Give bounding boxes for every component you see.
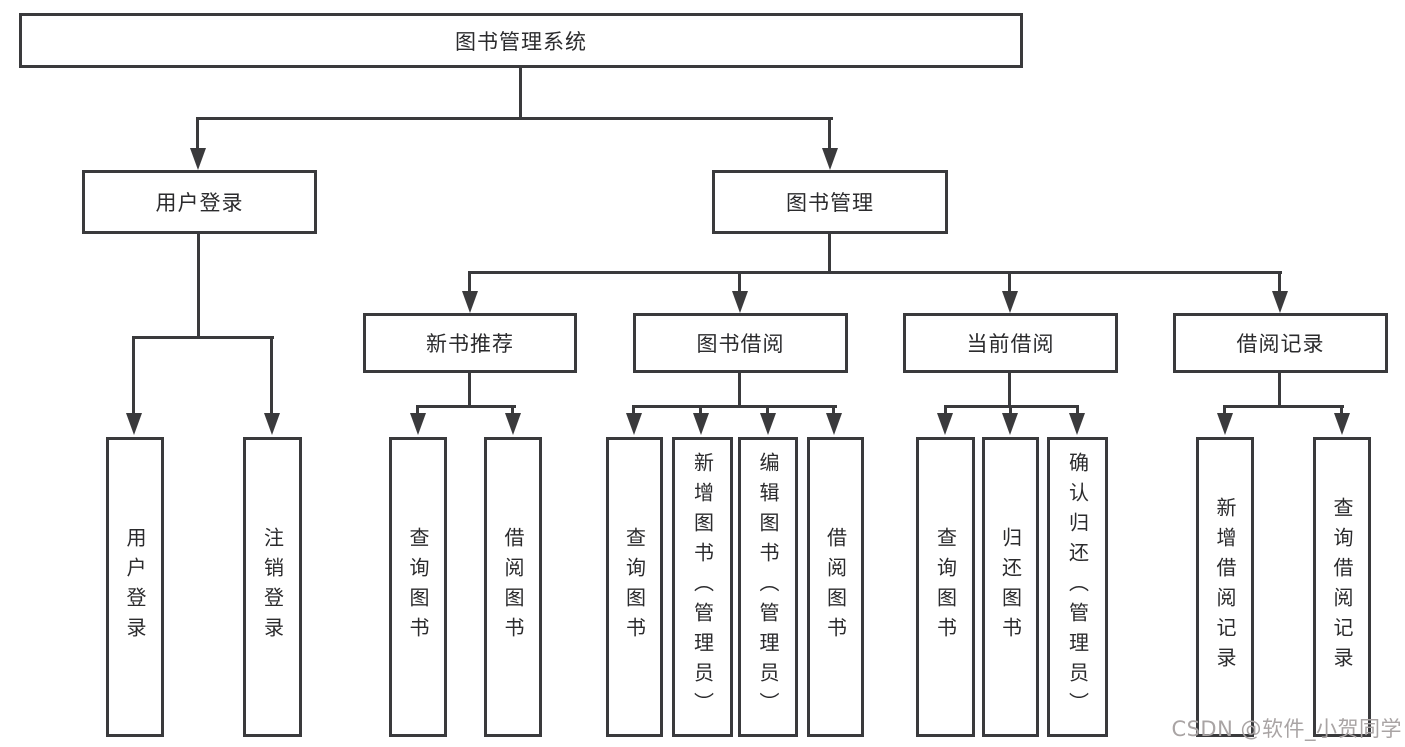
node-borrow-record-label: 借阅记录 — [1236, 332, 1325, 356]
node-root-label: 图书管理系统 — [455, 29, 587, 54]
node-user-login-label: 用户登录 — [155, 191, 244, 215]
arrowhead-leaf — [1217, 413, 1233, 435]
connector-stub — [1009, 405, 1012, 416]
arrowhead-leaf — [1002, 413, 1018, 435]
connector-leaf-logout-drop — [270, 336, 273, 413]
node-leaf-confirm-return-admin: 确认归还（管理员） — [1047, 437, 1108, 737]
connector-borrow-record-stem — [1278, 373, 1281, 407]
node-new-book-recommend: 新书推荐 — [363, 313, 577, 373]
connector-user-login-drop — [196, 117, 199, 150]
connector-stub — [416, 405, 419, 416]
node-new-book-recommend-label: 新书推荐 — [426, 332, 514, 356]
node-leaf-return-book: 归还图书 — [982, 437, 1039, 737]
node-leaf-borrow-book-1: 借阅图书 — [484, 437, 542, 737]
connector-stub — [766, 405, 769, 416]
connector-borrow-record-split — [1223, 405, 1344, 408]
arrowhead-leaf — [693, 413, 709, 435]
connector-borrow-record-drop — [1278, 271, 1281, 293]
connector-stub — [944, 405, 947, 416]
arrowhead-leaf — [410, 413, 426, 435]
node-leaf-query-book-3-label: 查询图书 — [933, 527, 958, 647]
connector-stub — [632, 405, 635, 416]
arrowhead-new-book — [462, 291, 478, 313]
arrowhead-leaf-logout — [264, 413, 280, 435]
node-book-borrow-label: 图书借阅 — [696, 332, 785, 356]
node-root: 图书管理系统 — [19, 13, 1023, 68]
connector-book-borrow-drop — [738, 271, 741, 293]
connector-book-borrow-split — [632, 405, 837, 408]
node-leaf-query-book-1: 查询图书 — [389, 437, 447, 737]
node-leaf-query-book-2: 查询图书 — [606, 437, 663, 737]
arrowhead-book-borrow — [732, 291, 748, 313]
connector-book-mgmt-drop — [828, 117, 831, 150]
connector-book-mgmt-stem — [828, 233, 831, 273]
connector-new-book-stem — [468, 373, 471, 407]
node-leaf-return-book-label: 归还图书 — [998, 527, 1023, 647]
arrowhead-leaf — [1334, 413, 1350, 435]
node-current-borrow-label: 当前借阅 — [966, 332, 1055, 356]
connector-current-borrow-stem — [1008, 373, 1011, 407]
node-leaf-logout-label: 注销登录 — [260, 527, 285, 647]
connector-stub — [511, 405, 514, 416]
node-borrow-record: 借阅记录 — [1173, 313, 1388, 373]
connector-user-login-split — [132, 336, 274, 339]
node-leaf-confirm-return-admin-label: 确认归还（管理员） — [1065, 452, 1090, 722]
connector-user-login-stem — [197, 233, 200, 338]
arrowhead-user-login — [190, 148, 206, 170]
arrowhead-leaf-login — [126, 413, 142, 435]
connector-new-book-drop — [468, 271, 471, 293]
node-book-management: 图书管理 — [712, 170, 948, 234]
node-book-borrow: 图书借阅 — [633, 313, 848, 373]
connector-leaf-login-drop — [132, 336, 135, 413]
connector-book-mgmt-split — [468, 271, 1282, 274]
node-leaf-query-book-2-label: 查询图书 — [622, 527, 647, 647]
node-leaf-add-book-admin: 新增图书（管理员） — [672, 437, 733, 737]
node-leaf-add-borrow-record-label: 新增借阅记录 — [1213, 497, 1237, 677]
node-leaf-borrow-book-1-label: 借阅图书 — [501, 527, 525, 647]
arrowhead-leaf — [626, 413, 642, 435]
arrowhead-leaf — [505, 413, 521, 435]
node-leaf-query-book-3: 查询图书 — [916, 437, 975, 737]
node-leaf-logout: 注销登录 — [243, 437, 302, 737]
node-leaf-query-book-1-label: 查询图书 — [406, 527, 430, 647]
node-current-borrow: 当前借阅 — [903, 313, 1118, 373]
arrowhead-leaf — [937, 413, 953, 435]
arrowhead-leaf — [826, 413, 842, 435]
node-leaf-edit-book-admin-label: 编辑图书（管理员） — [756, 452, 780, 722]
node-leaf-borrow-book-2-label: 借阅图书 — [823, 527, 848, 647]
connector-book-borrow-stem — [738, 373, 741, 407]
node-leaf-query-borrow-record: 查询借阅记录 — [1313, 437, 1371, 737]
node-leaf-query-borrow-record-label: 查询借阅记录 — [1330, 497, 1354, 677]
node-leaf-add-book-admin-label: 新增图书（管理员） — [690, 452, 715, 722]
connector-new-book-split — [416, 405, 516, 408]
connector-stub — [832, 405, 835, 416]
arrowhead-leaf — [1069, 413, 1085, 435]
node-leaf-edit-book-admin: 编辑图书（管理员） — [738, 437, 798, 737]
connector-current-borrow-drop — [1008, 271, 1011, 293]
arrowhead-current-borrow — [1002, 291, 1018, 313]
connector-root-stem — [519, 66, 522, 119]
node-book-management-label: 图书管理 — [786, 191, 874, 215]
connector-stub — [1223, 405, 1226, 416]
arrowhead-borrow-record — [1272, 291, 1288, 313]
watermark: CSDN @软件_小贺同学 — [1171, 717, 1402, 741]
connector-root-split — [197, 117, 833, 120]
node-leaf-add-borrow-record: 新增借阅记录 — [1196, 437, 1254, 737]
node-leaf-borrow-book-2: 借阅图书 — [807, 437, 864, 737]
arrowhead-leaf — [760, 413, 776, 435]
arrowhead-book-mgmt — [822, 148, 838, 170]
connector-stub — [699, 405, 702, 416]
connector-stub — [1340, 405, 1343, 416]
connector-stub — [1076, 405, 1079, 416]
node-user-login: 用户登录 — [82, 170, 317, 234]
node-leaf-user-login-label: 用户登录 — [123, 527, 147, 647]
node-leaf-user-login: 用户登录 — [106, 437, 164, 737]
